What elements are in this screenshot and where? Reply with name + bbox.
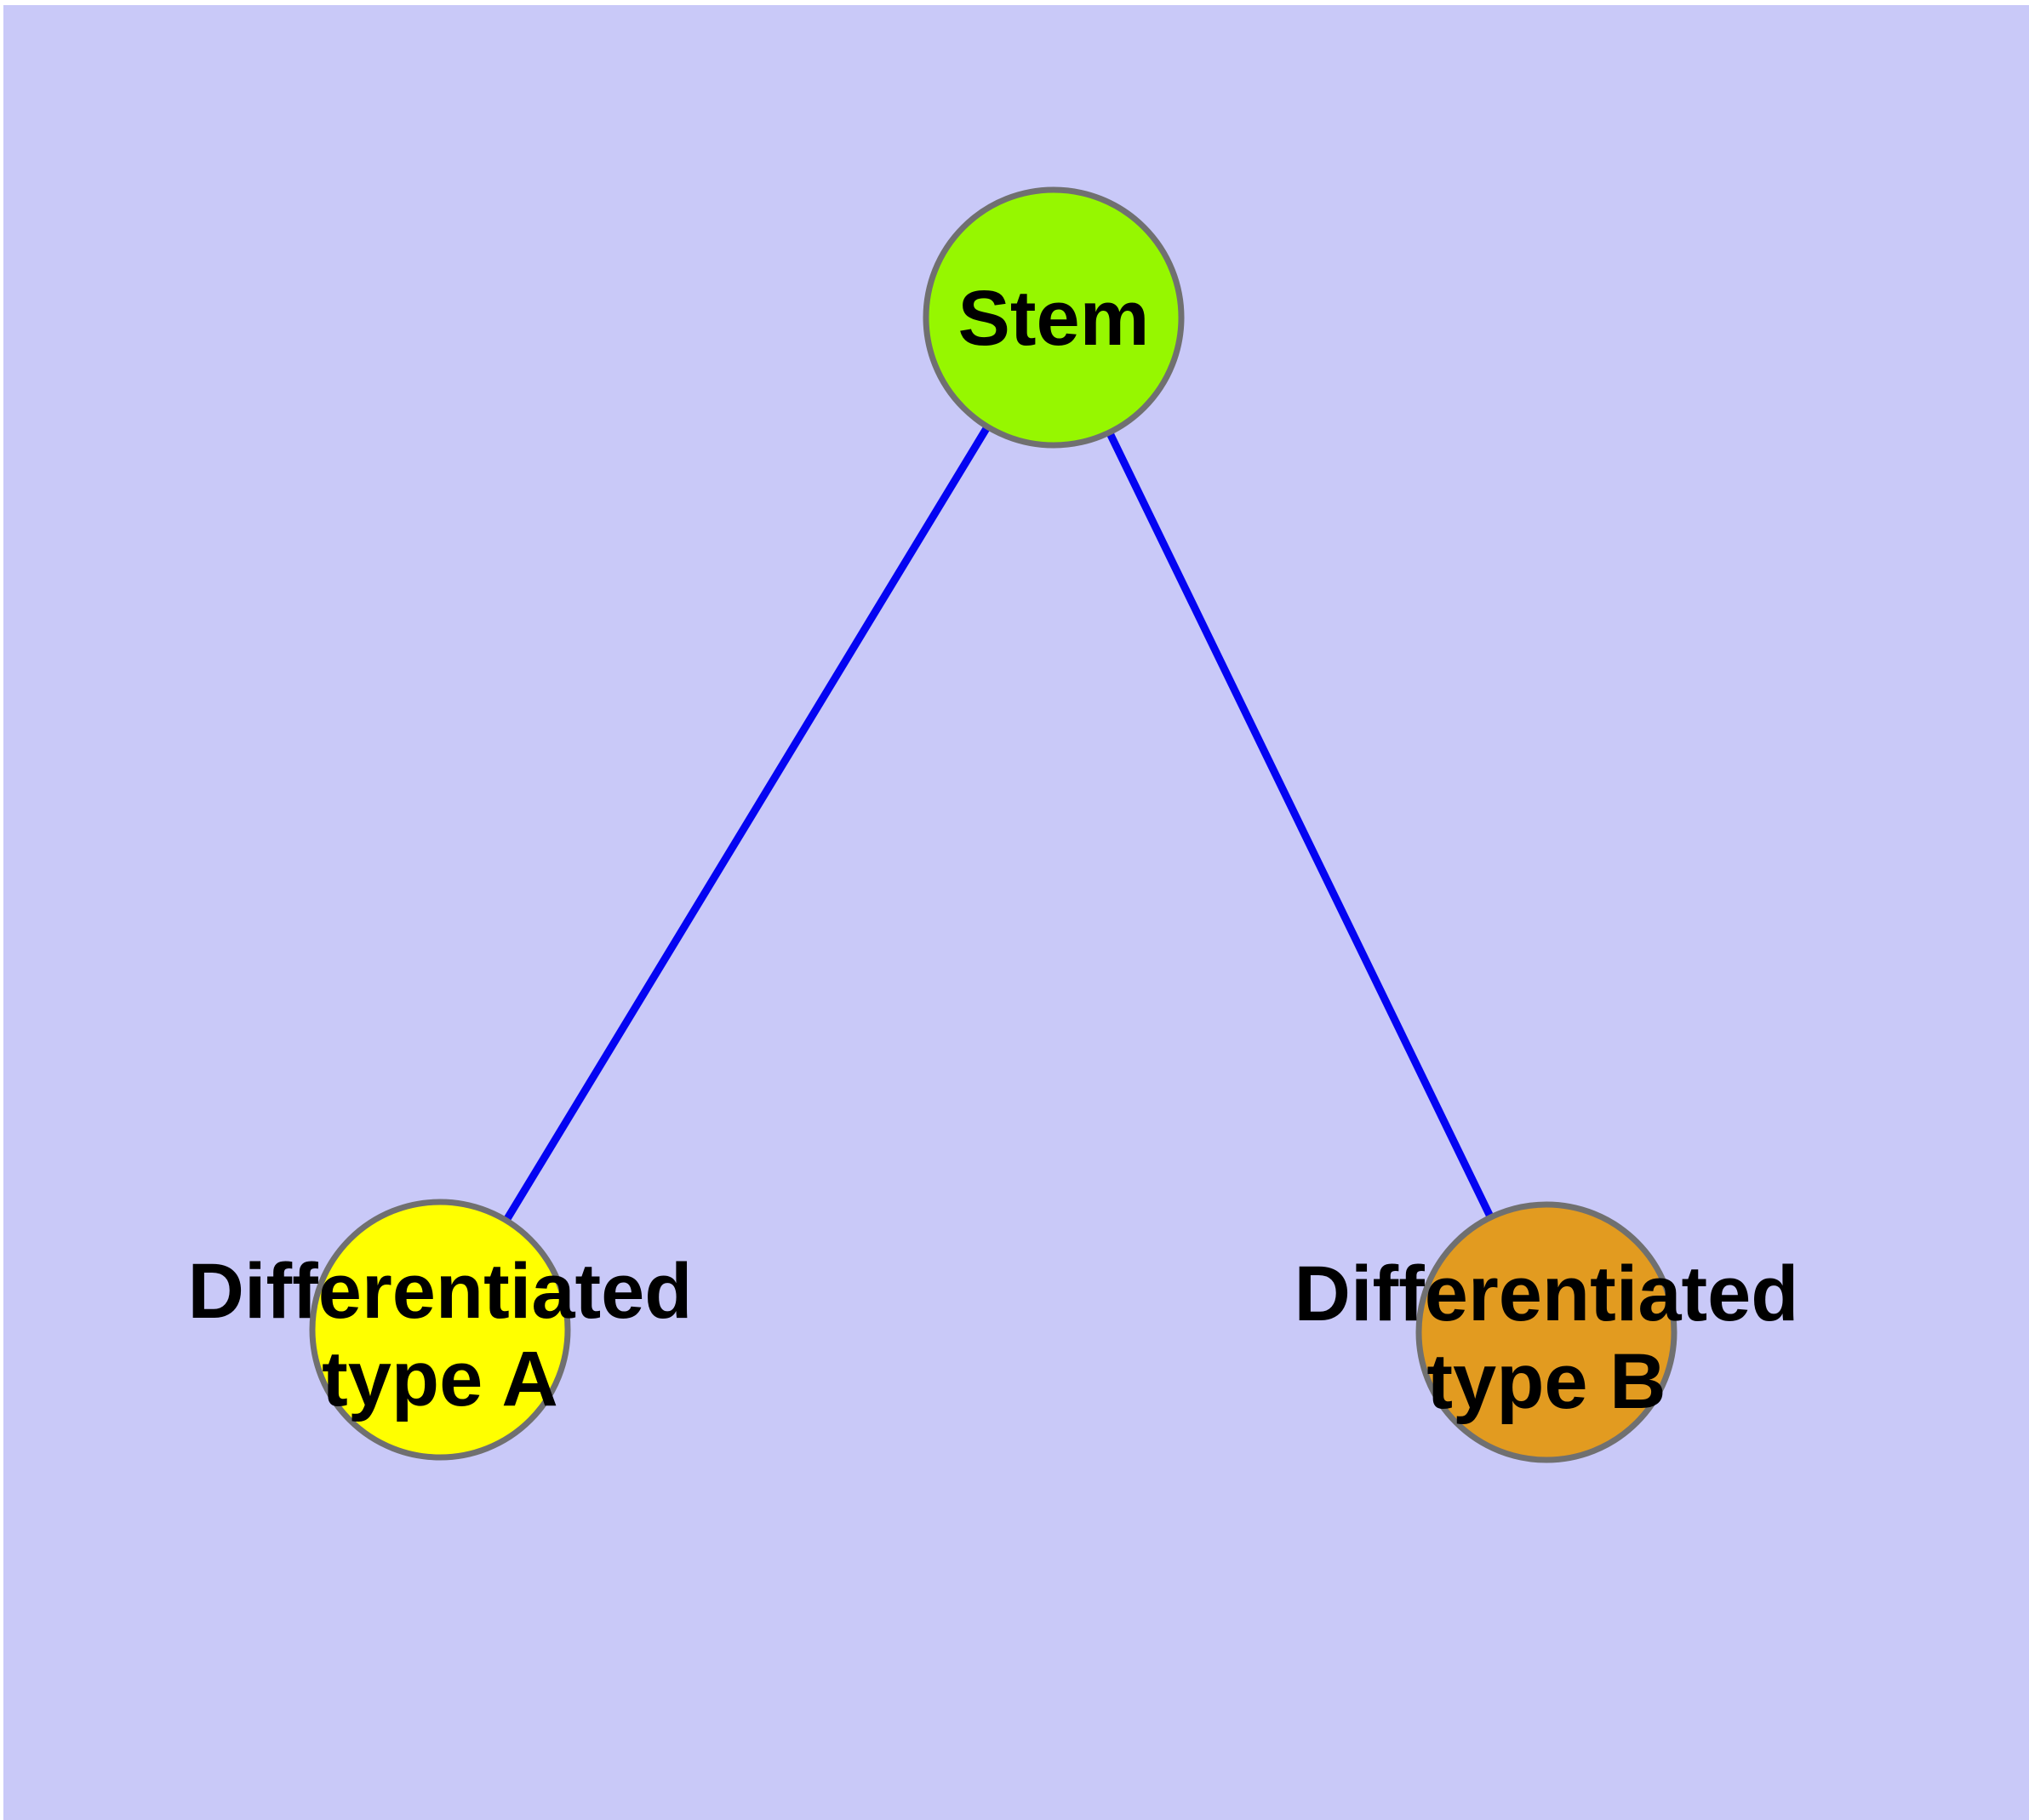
node-type-b-label-line1: Differentiated [1295,1251,1799,1337]
node-type-a-label-line2: type A [322,1336,558,1422]
node-type-a-circle [309,1199,571,1461]
node-stem-circle [923,186,1185,449]
node-type-b-circle [1415,1201,1677,1463]
edge-stem-to-type-b [1049,316,1551,1334]
edge-stem-to-type-a [437,315,1057,1332]
node-stem-label: Stem [958,275,1150,362]
node-type-a-label-line1: Differentiated [188,1248,693,1335]
node-type-b-label-line2: type B [1426,1338,1666,1425]
